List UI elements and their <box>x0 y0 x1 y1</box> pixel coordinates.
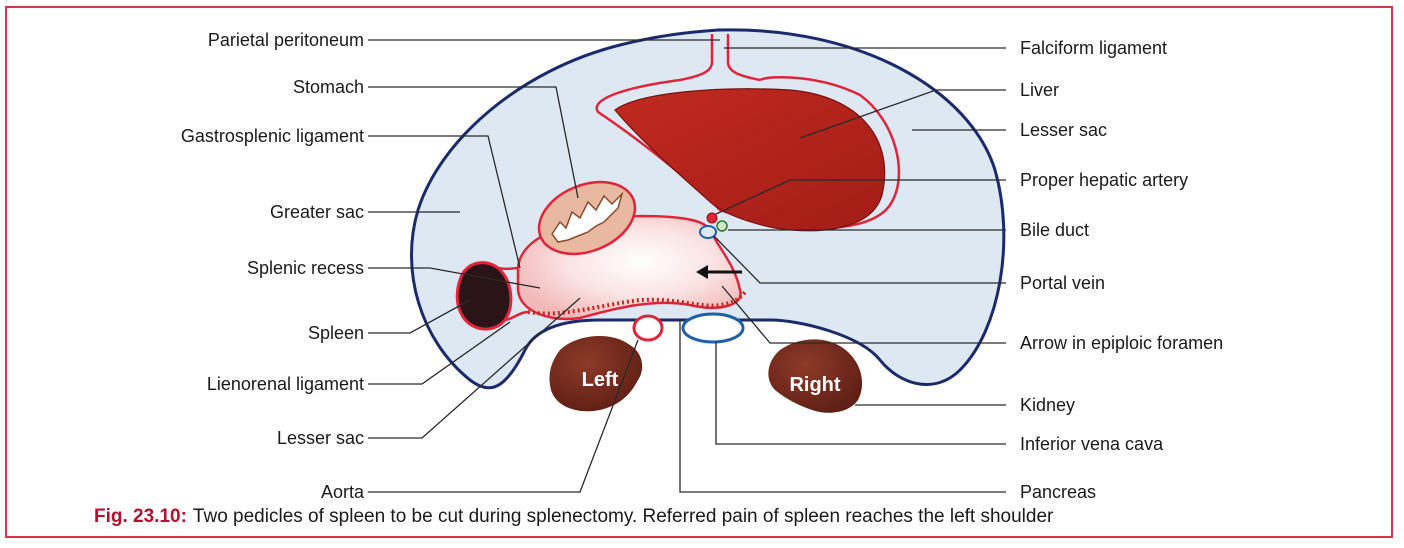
label-lesser-sac-right: Lesser sac <box>1020 120 1107 140</box>
label-spleen: Spleen <box>308 323 364 343</box>
labels-left: Parietal peritoneum Stomach Gastrospleni… <box>181 30 365 502</box>
aorta <box>634 316 662 340</box>
figure-number: Fig. 23.10: <box>94 506 187 527</box>
label-bile-duct: Bile duct <box>1020 220 1089 240</box>
label-parietal-peritoneum: Parietal peritoneum <box>208 30 364 50</box>
inferior-vena-cava <box>683 314 743 342</box>
kidney-right-label: Right <box>789 374 840 396</box>
label-liver: Liver <box>1020 80 1059 100</box>
label-stomach: Stomach <box>293 77 364 97</box>
label-inferior-vena-cava: Inferior vena cava <box>1020 434 1164 454</box>
spleen <box>457 263 511 329</box>
label-kidney: Kidney <box>1020 395 1075 415</box>
bile-duct <box>717 221 727 231</box>
label-lienorenal-ligament: Lienorenal ligament <box>207 374 364 394</box>
labels-right: Falciform ligament Liver Lesser sac Prop… <box>1020 38 1223 502</box>
figure-caption: Fig. 23.10: Two pedicles of spleen to be … <box>94 506 1053 528</box>
label-gastrosplenic-ligament: Gastrosplenic ligament <box>181 126 364 146</box>
label-arrow-in-epiploic-foramen: Arrow in epiploic foramen <box>1020 333 1223 353</box>
portal-vein <box>700 226 716 238</box>
label-falciform-ligament: Falciform ligament <box>1020 38 1167 58</box>
label-portal-vein: Portal vein <box>1020 273 1105 293</box>
label-lesser-sac-left: Lesser sac <box>277 428 364 448</box>
kidney-left-label: Left <box>582 369 619 391</box>
label-aorta: Aorta <box>321 482 365 502</box>
label-splenic-recess: Splenic recess <box>247 258 364 278</box>
label-proper-hepatic-artery: Proper hepatic artery <box>1020 170 1188 190</box>
caption-text: Two pedicles of spleen to be cut during … <box>193 506 1053 527</box>
label-pancreas: Pancreas <box>1020 482 1096 502</box>
proper-hepatic-artery <box>707 213 717 223</box>
label-greater-sac: Greater sac <box>270 202 364 222</box>
